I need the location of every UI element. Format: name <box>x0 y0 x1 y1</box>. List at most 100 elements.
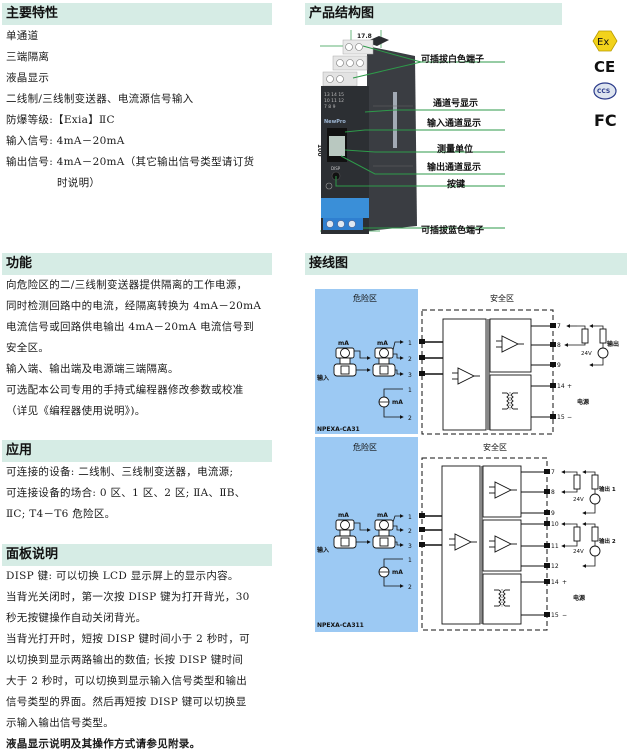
output-label-2: 输出 2 <box>599 537 616 545</box>
feature-item: 三端隔离 <box>6 51 50 63</box>
product-structure-figure: 17.8 100 13 14 15 10 11 12 7 8 9 NewPro … <box>316 30 505 236</box>
wiring-section: 接线图 <box>305 253 627 275</box>
wiring-title: 接线图 <box>305 253 627 275</box>
device-terms: 7 8 9 <box>324 104 336 110</box>
svg-text:+: + <box>567 383 572 390</box>
wiring-diagrams: 危险区 安全区 1 2 3 1 2 mA mA 输入 <box>315 289 619 632</box>
out-term: 10 <box>551 521 559 528</box>
feature-item-cont: 时说明） <box>57 177 101 189</box>
resistor-icon <box>591 474 599 490</box>
out-term: 8 <box>557 342 561 349</box>
ma-label: mA <box>338 512 349 519</box>
out-term: 7 <box>557 323 561 330</box>
panel-section: 面板说明 DISP 键: 可以切换 LCD 显示屏上的显示内容。 当背光关闭时，… <box>2 544 272 755</box>
isolator-block <box>441 465 481 625</box>
ma-label: mA <box>392 399 403 406</box>
v24-label: 24V <box>573 497 584 503</box>
leader-lines <box>335 45 505 229</box>
wiring-diagram-ca31: 危险区 安全区 1 2 3 1 2 mA mA 输入 <box>315 289 619 435</box>
in-term: 3 <box>408 372 412 379</box>
label-channel-display: 通道号显示 <box>433 97 478 109</box>
out-term: 8 <box>551 489 555 496</box>
feature-item: 输入信号: 4mA－20mA <box>6 135 125 147</box>
function-line: 输入端、输出端及电源端三端隔离。 <box>6 363 179 375</box>
function-line: 电流信号或回路供电输出 4mA－20mA 电流信号到 <box>6 321 255 333</box>
feature-item: 防爆等级:【Exia】ⅡC <box>6 114 115 126</box>
application-title: 应用 <box>2 440 272 462</box>
hazard-label: 危险区 <box>353 293 377 303</box>
function-line: 安全区。 <box>6 342 50 354</box>
device-key-label: DISP <box>331 166 341 171</box>
model-label: NPEXA-CA31 <box>317 426 360 433</box>
label-output-display: 输出通道显示 <box>427 161 481 173</box>
output-label-1: 输出 1 <box>599 485 616 493</box>
v24-label: 24V <box>573 549 584 555</box>
safe-label: 安全区 <box>490 293 514 303</box>
panel-line: 当背光打开时，短按 DISP 键时间小于 2 秒时，可 <box>6 633 250 645</box>
in-term: 3 <box>408 543 412 550</box>
cert-ex: Ex <box>597 37 609 48</box>
pwr-term: 14 <box>551 579 559 586</box>
src-term: 1 <box>408 387 412 394</box>
svg-text:+: + <box>562 579 567 586</box>
application-line: ⅡC; T4－T6 危险区。 <box>6 508 116 520</box>
cert-ce: CE <box>594 58 615 76</box>
device-terms: 10 11 12 <box>324 98 344 104</box>
out-term: 7 <box>551 469 555 476</box>
panel-line: 当背光关闭时，第一次按 DISP 键为打开背光，30 <box>6 591 250 603</box>
function-section: 功能 向危险区的二/三线制变送器提供隔离的工作电源， 同时检测回路中的电流，经隔… <box>2 253 272 422</box>
application-line: 可连接的设备: 二线制、三线制变送器，电流源; <box>6 466 234 478</box>
ma-label: mA <box>377 512 388 519</box>
resistor-icon <box>591 526 599 542</box>
ma-label: mA <box>338 340 349 347</box>
ma-label: mA <box>377 340 388 347</box>
power-label: 电源 <box>577 398 589 406</box>
dim-height-text: 100 <box>316 144 323 157</box>
label-white-terminal: 可插拔白色端子 <box>421 53 484 65</box>
output-block <box>489 318 532 373</box>
device-blue-label <box>321 198 369 218</box>
pwr-term: 15 <box>557 414 565 421</box>
features-title: 主要特性 <box>2 3 272 25</box>
input-label: 输入 <box>317 546 329 554</box>
ex-certification-icon <box>592 30 618 52</box>
pwr-term: 14 <box>557 383 565 390</box>
label-blue-terminal: 可插拔蓝色端子 <box>421 224 484 236</box>
safe-label: 安全区 <box>483 442 507 452</box>
v24-label: 24V <box>581 351 592 357</box>
in-term: 2 <box>408 356 412 363</box>
output-block-2 <box>482 519 522 572</box>
src-term: 2 <box>408 584 412 591</box>
ex-mark <box>325 182 333 190</box>
resistor-icon <box>573 526 581 542</box>
voltage-source-icon <box>597 347 609 359</box>
lcd-screen <box>329 136 345 156</box>
panel-line: DISP 键: 可以切换 LCD 显示屏上的显示内容。 <box>6 570 239 582</box>
in-term: 2 <box>408 528 412 535</box>
wiring-diagram-ca311: 危险区 安全区 1 2 3 1 2 mA mA 输入 <box>315 437 616 632</box>
hazard-zone <box>315 289 418 434</box>
function-line: 同时检测回路中的电流，经隔离转换为 4mA－20mA <box>6 300 262 312</box>
structure-title: 产品结构图 <box>305 3 562 25</box>
svg-text:−: − <box>562 612 567 619</box>
out-term: 11 <box>551 543 559 550</box>
cert-fc: FC <box>594 111 617 130</box>
in-term: 1 <box>408 514 412 521</box>
output-block-1 <box>482 465 522 518</box>
device-brand: NewPro <box>324 119 346 125</box>
hazard-zone <box>315 437 418 632</box>
label-input-display: 输入通道显示 <box>427 117 481 129</box>
label-button: 按键 <box>447 178 466 190</box>
application-section: 应用 可连接的设备: 二线制、三线制变送器，电流源; 可连接设备的场合: 0 区… <box>2 440 272 525</box>
function-line: 可选配本公司专用的手持式编程器修改参数或校准 <box>6 384 244 396</box>
isolator-block <box>442 318 487 431</box>
svg-text:−: − <box>567 414 572 421</box>
panel-line: 示输入输出信号类型。 <box>6 717 114 729</box>
feature-item: 单通道 <box>6 30 39 42</box>
dim-width-text: 17.8 <box>357 33 372 40</box>
feature-item: 二线制/三线制变送器、电流源信号输入 <box>6 93 194 105</box>
panel-title: 面板说明 <box>2 544 272 566</box>
src-term: 2 <box>408 415 412 422</box>
voltage-source-icon <box>589 545 601 557</box>
output-label: 输出 <box>607 340 619 348</box>
